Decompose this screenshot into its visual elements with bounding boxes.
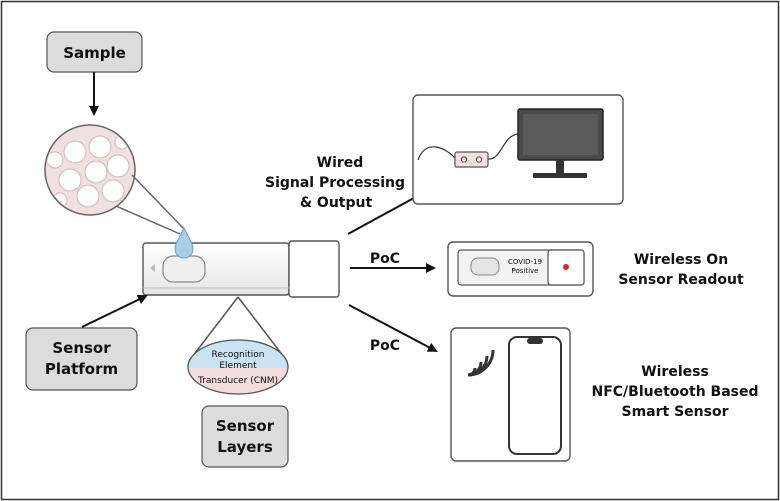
poc-label-2: PoC [370, 338, 400, 354]
smartphone-icon [508, 336, 562, 455]
wireless-on-label-2: Sensor Readout [618, 272, 744, 288]
sensor-layers-ellipse: Recognition Element Transducer (CNM) [187, 339, 289, 395]
droplet-icon [174, 226, 194, 259]
wireless-nfc-label-2: NFC/Bluetooth Based [591, 384, 758, 400]
recognition-element-label-2: Element [219, 361, 257, 371]
poc-label-1: PoC [370, 251, 400, 267]
wired-label-3: & Output [300, 195, 373, 211]
sample-box: Sample [46, 31, 143, 73]
wired-output-panel [412, 94, 624, 205]
monitor-icon [517, 108, 604, 178]
sensor-module-icon [454, 151, 489, 168]
smart-sensor-panel [450, 327, 571, 462]
zoom-cone-lines [115, 174, 186, 235]
sensor-platform-label-1: Sensor [52, 339, 111, 357]
sensor-layers-box: Sensor Layers [201, 405, 289, 468]
sample-label: Sample [63, 44, 126, 62]
recognition-element-label-1: Recognition [212, 350, 265, 360]
sensor-layers-label-1: Sensor [216, 417, 275, 435]
red-indicator-icon [563, 264, 569, 270]
wired-label-2: Signal Processing [265, 175, 405, 191]
covid-text-2: Positive [512, 267, 539, 275]
on-sensor-readout-panel: COVID-19 Positive [447, 241, 594, 297]
poc-arrow-2 [348, 304, 438, 352]
wireless-signal-icon [467, 349, 495, 377]
layers-cone-lines [188, 296, 288, 362]
sensor-platform-label-2: Platform [45, 360, 118, 378]
sensor-layers-label-2: Layers [217, 438, 273, 456]
wireless-on-label-1: Wireless On [634, 252, 728, 268]
wired-label-1: Wired [317, 155, 364, 171]
platform-arrow [81, 294, 148, 328]
sensor-platform-box: Sensor Platform [25, 327, 138, 391]
transducer-label: Transducer (CNM) [197, 376, 278, 386]
sample-magnified-circle [44, 124, 136, 216]
covid-text-1: COVID-19 [508, 258, 542, 266]
usb-sensor-device-icon [142, 226, 340, 298]
wireless-nfc-label-1: Wireless [641, 364, 709, 380]
wireless-nfc-label-3: Smart Sensor [622, 404, 729, 420]
